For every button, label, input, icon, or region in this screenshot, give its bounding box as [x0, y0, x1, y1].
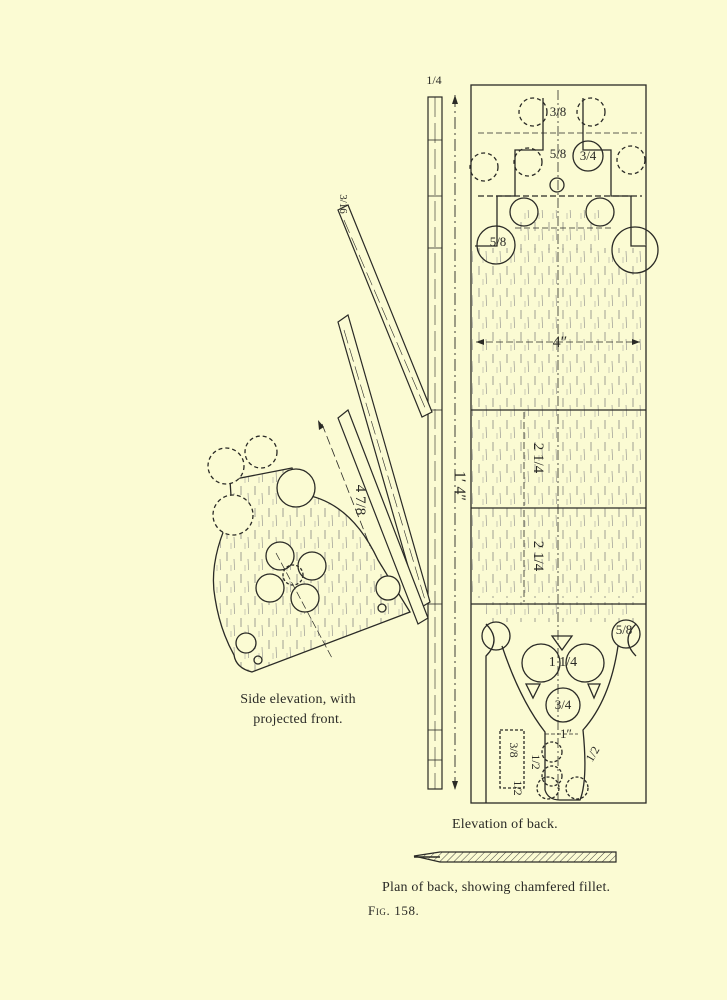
elevation-caption: Elevation of back. [452, 817, 558, 832]
label-lower-slant: 1/2 [583, 744, 603, 764]
lower-fretwork [481, 619, 641, 803]
angled-strips [337, 204, 433, 625]
label-upper-hole-a: 5/8 [550, 146, 567, 161]
label-top-hole: 3/8 [550, 104, 567, 119]
label-overall-height: 1′ 4″ [451, 471, 468, 501]
label-lower-side: 5/8 [616, 622, 633, 637]
label-bottom-b: 1/2 [529, 754, 543, 769]
label-upper-side: 5/8 [490, 234, 507, 249]
label-upper-hole-b: 3/4 [580, 148, 597, 163]
label-lower-gap: 1″ [560, 726, 572, 741]
label-side-small: 3/16 [337, 194, 349, 214]
edge-strip [427, 96, 443, 790]
side-elevation-caption-line1: Side elevation, with [240, 692, 356, 707]
label-width: 4″ [553, 334, 568, 351]
label-panel-1: 2 1/4 [530, 443, 546, 474]
side-elevation-caption: Side elevation, with projected front. [218, 690, 378, 730]
label-lower-center: 3/4 [555, 697, 572, 712]
figure-number: 158. [394, 903, 420, 918]
figure-caption: Fig. 158. [368, 903, 419, 919]
side-elevation-caption-line2: projected front. [253, 712, 343, 727]
dimension-labels: 1/4 1′ 4″ 4″ 2 1/4 2 1/4 4 7/8 3/16 3/8 … [337, 73, 632, 796]
label-lower-pair: 1 1/4 [549, 655, 577, 670]
overall-height-dimension [452, 95, 458, 790]
label-bottom-a: 3/8 [507, 742, 521, 757]
plan-of-back-drawing [413, 851, 617, 863]
plan-caption: Plan of back, showing chamfered fillet. [382, 880, 611, 895]
figure-prefix: Fig. [368, 903, 391, 918]
upper-fretwork [469, 97, 659, 274]
label-panel-2: 2 1/4 [530, 541, 546, 572]
elevation-of-back-drawing [469, 84, 659, 804]
label-top-thickness: 1/4 [426, 73, 441, 87]
label-bottom-c: 1/2 [511, 780, 525, 795]
side-elevation-drawing [207, 420, 411, 673]
label-side-offset: 4 7/8 [352, 485, 368, 515]
